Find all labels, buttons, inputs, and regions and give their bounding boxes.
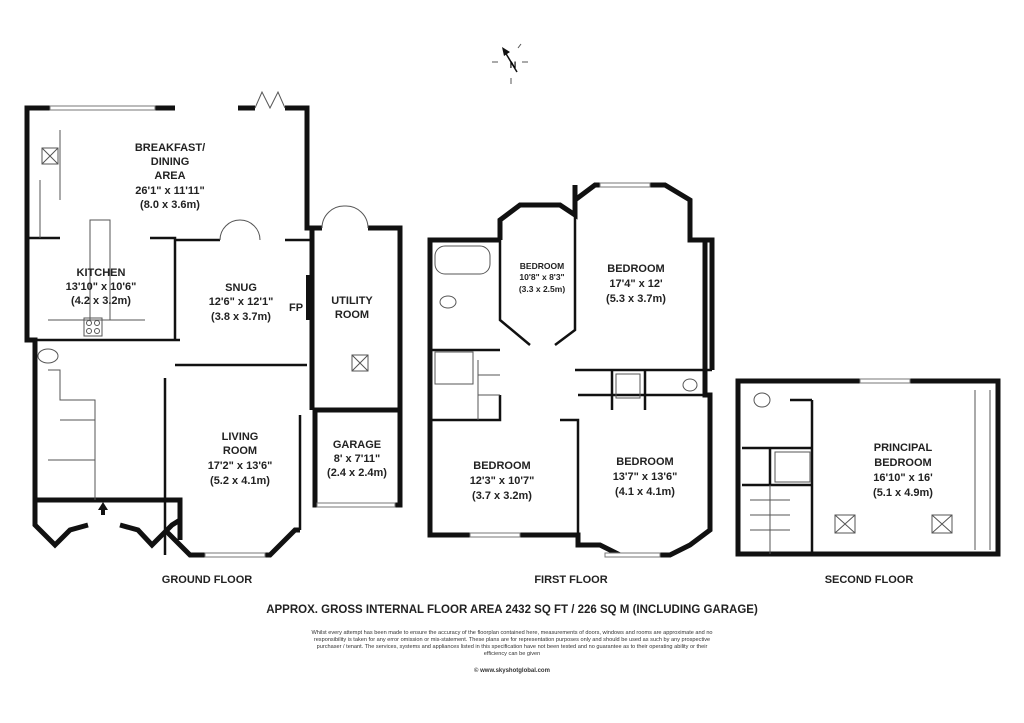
disclaimer-text: Whilst every attempt has been made to en… [311,630,713,657]
room-name: GARAGE [333,439,381,451]
room-dimensions-imperial: 13'7" x 13'6" [613,471,678,483]
room-dimensions-metric: (3.7 x 3.2m) [472,490,532,502]
room-name: BEDROOM [616,456,673,468]
room-name: BREAKFAST/ [135,142,205,154]
ground-floor-plan [24,90,403,558]
room-dimensions-metric: (3.8 x 3.7m) [211,311,271,323]
room-name: BEDROOM [874,457,931,469]
north-arrow-icon: N [492,43,528,84]
first-floor-plan [427,182,715,558]
gross-floor-area: APPROX. GROSS INTERNAL FLOOR AREA 2432 S… [266,604,758,616]
room-dimensions-imperial: 10'8" x 8'3" [519,272,564,282]
second-floor-plan [735,378,1001,557]
room-garage: GARAGE 8' x 7'11" (2.4 x 2.4m) [327,439,387,479]
room-utility: UTILITY ROOM [331,295,373,321]
room-name: KITCHEN [77,267,126,279]
room-principal-bedroom: PRINCIPAL BEDROOM 16'10" x 16' (5.1 x 4.… [873,442,933,499]
second-floor-title: SECOND FLOOR [825,574,914,586]
room-name: ROOM [335,309,369,321]
room-name: AREA [154,170,185,182]
room-name: SNUG [225,282,257,294]
website-credit: © www.skyshotglobal.com [474,668,550,674]
room-dimensions-metric: (4.2 x 3.2m) [71,295,131,307]
room-bedroom-front-right: BEDROOM 17'4" x 12' (5.3 x 3.7m) [606,263,666,305]
room-dimensions-metric: (3.3 x 2.5m) [519,284,565,294]
room-dimensions-metric: (2.4 x 2.4m) [327,467,387,479]
room-name: PRINCIPAL [874,442,933,454]
room-bedroom-rear-left: BEDROOM 12'3" x 10'7" (3.7 x 3.2m) [470,460,535,502]
room-dimensions-imperial: 8' x 7'11" [334,453,381,465]
compass-label: N [510,60,517,70]
room-snug: SNUG 12'6" x 12'1" (3.8 x 3.7m) FP [209,282,303,323]
entrance-arrow-icon [98,502,108,515]
room-name: BEDROOM [607,263,664,275]
room-dimensions-metric: (4.1 x 4.1m) [615,486,675,498]
first-floor-title: FIRST FLOOR [534,574,607,586]
room-dimensions-metric: (5.3 x 3.7m) [606,293,666,305]
room-name: BEDROOM [473,460,530,472]
room-name: UTILITY [331,295,373,307]
room-dimensions-imperial: 13'10" x 10'6" [66,281,137,293]
room-name: BEDROOM [520,261,564,271]
room-living: LIVING ROOM 17'2" x 13'6" (5.2 x 4.1m) [208,431,273,487]
room-dimensions-metric: (5.2 x 4.1m) [210,475,270,487]
room-dimensions-imperial: 17'2" x 13'6" [208,460,273,472]
room-name: DINING [151,156,190,168]
room-bedroom-rear-right: BEDROOM 13'7" x 13'6" (4.1 x 4.1m) [613,456,678,498]
room-breakfast-dining: BREAKFAST/ DINING AREA 26'1" x 11'11" (8… [135,142,205,211]
room-dimensions-imperial: 12'3" x 10'7" [470,475,535,487]
room-dimensions-imperial: 26'1" x 11'11" [135,185,205,197]
room-dimensions-imperial: 16'10" x 16' [873,472,933,484]
room-dimensions-metric: (8.0 x 3.6m) [140,199,200,211]
fireplace-label: FP [289,302,303,314]
room-dimensions-metric: (5.1 x 4.9m) [873,487,933,499]
room-bedroom-small: BEDROOM 10'8" x 8'3" (3.3 x 2.5m) [519,261,565,294]
room-dimensions-imperial: 17'4" x 12' [609,278,663,290]
room-name: LIVING [222,431,259,443]
room-kitchen: KITCHEN 13'10" x 10'6" (4.2 x 3.2m) [66,267,137,307]
ground-floor-title: GROUND FLOOR [162,574,252,586]
room-name: ROOM [223,445,257,457]
room-dimensions-imperial: 12'6" x 12'1" [209,296,274,308]
